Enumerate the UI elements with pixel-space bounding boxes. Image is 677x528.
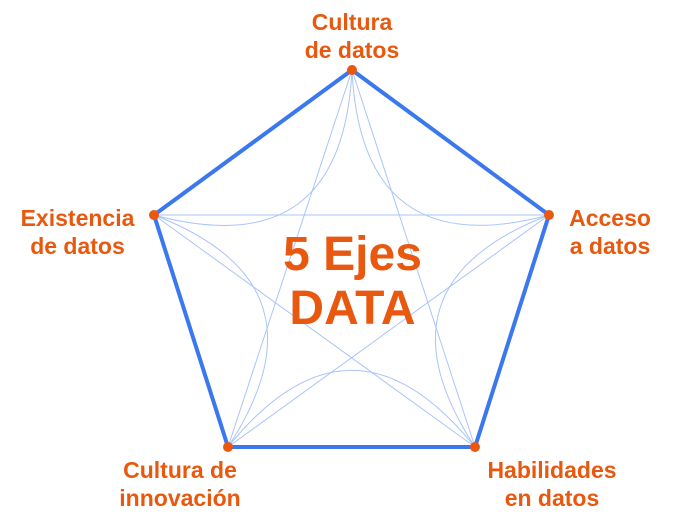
center-title-line2: DATA	[289, 282, 416, 335]
inner-arc	[351, 69, 550, 226]
inner-arc	[227, 370, 476, 448]
vertex-dot-cultura-innovacion	[223, 442, 233, 452]
inner-arc	[153, 214, 269, 448]
axis-label-existencia-datos: Existencia de datos	[20, 205, 135, 259]
axis-label-habilidades-datos: Habilidades en datos	[487, 457, 617, 511]
inner-arc	[153, 69, 353, 226]
inner-arc	[434, 214, 550, 448]
center-title: 5 Ejes DATA	[230, 228, 475, 336]
pentagon-outline	[152, 68, 551, 449]
axis-label-cultura-innovacion: Cultura de innovación	[119, 457, 241, 511]
diagonal-line	[227, 69, 353, 448]
vertex-dot-habilidades-datos	[470, 442, 480, 452]
diagonal-line	[227, 214, 550, 448]
vertex-dot-acceso-datos	[544, 210, 554, 220]
vertex-dots	[149, 65, 554, 452]
vertex-dot-cultura-datos	[347, 65, 357, 75]
diagonal-line	[351, 69, 476, 448]
inner-lines	[153, 69, 550, 448]
diagonal-line	[153, 214, 476, 448]
vertex-dot-existencia-datos	[149, 210, 159, 220]
center-title-line1: 5 Ejes	[283, 228, 422, 281]
axis-label-cultura-datos: Cultura de datos	[304, 9, 400, 63]
axis-label-acceso-datos: Acceso a datos	[569, 205, 651, 259]
